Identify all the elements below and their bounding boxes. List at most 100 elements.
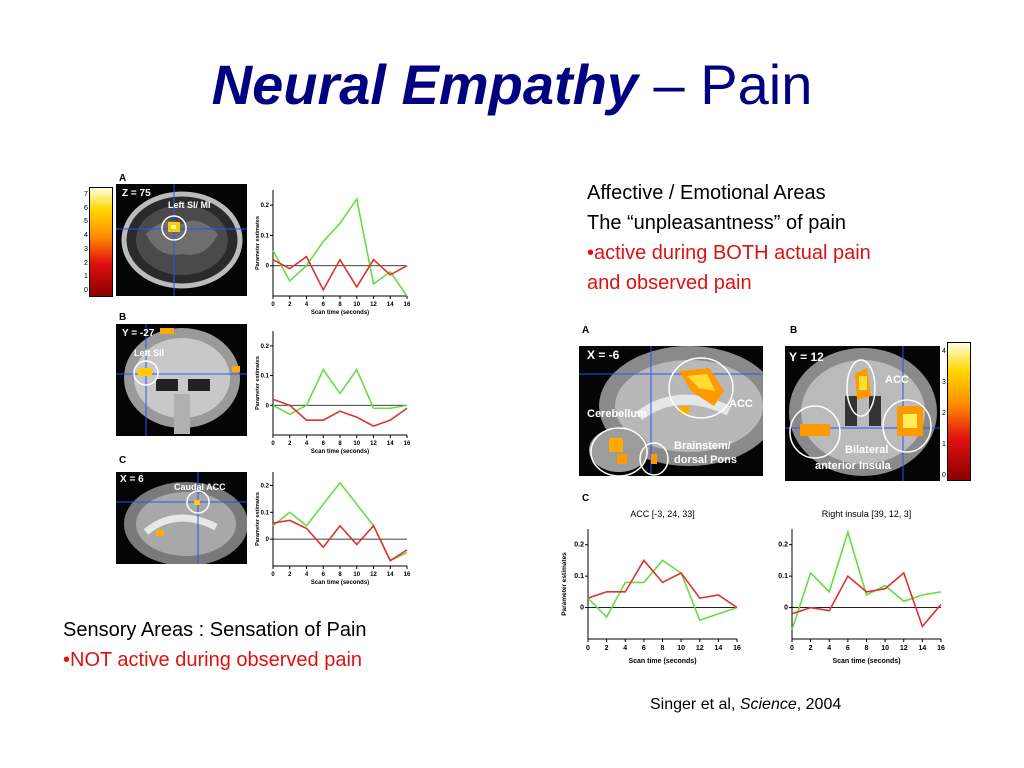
y-tick-label: 0.2 [261,344,270,350]
sensory-bullet: •NOT active during observed pain [63,649,363,671]
x-tick-label: 4 [827,645,831,652]
x-tick-label: 16 [733,645,741,652]
left-panel-b-letter: B [119,312,127,323]
x-tick-label: 8 [338,572,342,578]
x-tick-label: 0 [271,302,275,308]
x-tick-label: 10 [353,302,360,308]
panel-b-coord: Y = -27 [122,328,155,339]
title-emphasis: Neural Empathy [211,53,638,116]
series-line-1 [272,519,408,562]
axial-slice-graphic [116,184,247,296]
panel-a-coord: Z = 75 [122,188,151,199]
x-tick-label: 14 [714,645,722,652]
y-tick-label: 0 [266,537,270,543]
colorbar-tick: 0 [942,472,946,479]
affective-text: Affective / Emotional Areas The “unpleas… [587,178,871,298]
panel-b-region-label: Left SII [134,348,165,358]
left-panel-a-brain-image: Z = 75 Left SI/ MI [116,184,247,296]
coronal-slice-graphic [785,346,940,481]
x-axis-label: Scan time (seconds) [311,449,369,455]
colorbar-tick: 0 [84,287,88,294]
x-tick-label: 10 [881,645,889,652]
colorbar-tick: 6 [84,204,88,212]
sensory-text: Sensory Areas : Sensation of Pain •NOT a… [63,615,367,675]
y-tick-label: 0.1 [778,573,788,580]
colorbar-tick: 3 [942,379,946,386]
x-tick-label: 10 [353,441,360,447]
x-tick-label: 2 [809,645,813,652]
x-tick-label: 6 [322,572,326,578]
x-axis-label: Scan time (seconds) [832,658,900,665]
y-tick-label: 0.1 [574,573,584,580]
x-tick-label: 6 [322,302,326,308]
x-tick-label: 6 [322,441,326,447]
y-tick-label: 0.1 [261,233,270,239]
colorbar-tick: 2 [942,410,946,417]
x-axis-label: Scan time (seconds) [628,658,696,665]
panel-c-region-label: Caudal ACC [174,482,226,492]
x-axis-label: Scan time (seconds) [311,580,369,586]
sagittal-slice-graphic [116,472,247,564]
affective-heading: Affective / Emotional Areas [587,182,826,204]
affective-subheading: The “unpleasantness” of pain [587,212,847,234]
colorbar-tick: 4 [942,348,946,355]
chart-title: Right insula [39, 12, 3] [822,509,912,519]
sagittal-slice-graphic [579,346,763,476]
left-panel-b-brain-image: Y = -27 Left SII [116,324,247,436]
left-panel-c-letter: C [119,455,127,466]
y-axis-label: Parameter estimates [255,356,261,410]
colorbar-tick: 4 [84,232,88,240]
x-tick-label: 16 [937,645,945,652]
sensory-heading: Sensory Areas : Sensation of Pain [63,619,367,641]
y-tick-label: 0.2 [261,483,270,489]
colorbar-tick: 1 [942,441,946,448]
series-line-0 [791,529,942,630]
colorbar-tick: 3 [84,245,88,253]
y-tick-label: 0.2 [778,542,788,549]
series-line-0 [587,559,738,622]
x-tick-label: 12 [370,441,377,447]
coronal-slice-graphic [116,324,247,436]
x-tick-label: 10 [677,645,685,652]
right-panel-b-letter: B [790,325,798,336]
y-tick-label: 0 [266,403,270,409]
y-tick-label: 0.1 [261,374,270,380]
right-a-pons-label: dorsal Pons [674,454,737,466]
x-tick-label: 8 [338,441,342,447]
slide-title: Neural Empathy – Pain [0,52,1024,117]
right-b-coord: Y = 12 [789,350,824,364]
x-tick-label: 12 [370,302,377,308]
citation: Singer et al, Science, 2004 [650,696,841,714]
right-a-acc-label: ACC [729,398,753,410]
y-axis-label: Parameter estimates [255,216,261,270]
series-line-1 [587,559,738,609]
x-tick-label: 16 [404,441,411,447]
right-b-insula-label: anterior Insula [815,460,891,472]
y-tick-label: 0 [266,264,270,270]
y-tick-label: 0.1 [261,510,270,516]
x-tick-label: 2 [288,302,292,308]
x-tick-label: 10 [353,572,360,578]
right-colorbar [947,342,971,481]
title-rest: – Pain [638,53,813,116]
right-a-brainstem-label: Brainstem/ [674,440,731,452]
series-line-0 [272,197,408,297]
x-tick-label: 0 [586,645,590,652]
x-tick-label: 16 [404,572,411,578]
x-tick-label: 2 [288,441,292,447]
y-tick-label: 0.2 [574,542,584,549]
x-tick-label: 16 [404,302,411,308]
left-panel-c-brain-image: X = 6 Caudal ACC [116,472,247,564]
affective-bullet-cont: and observed pain [587,272,752,294]
x-tick-label: 2 [288,572,292,578]
x-tick-label: 12 [696,645,704,652]
x-tick-label: 0 [271,572,275,578]
colorbar-tick: 1 [84,273,88,281]
x-tick-label: 4 [623,645,627,652]
x-tick-label: 4 [305,302,309,308]
x-tick-label: 2 [605,645,609,652]
